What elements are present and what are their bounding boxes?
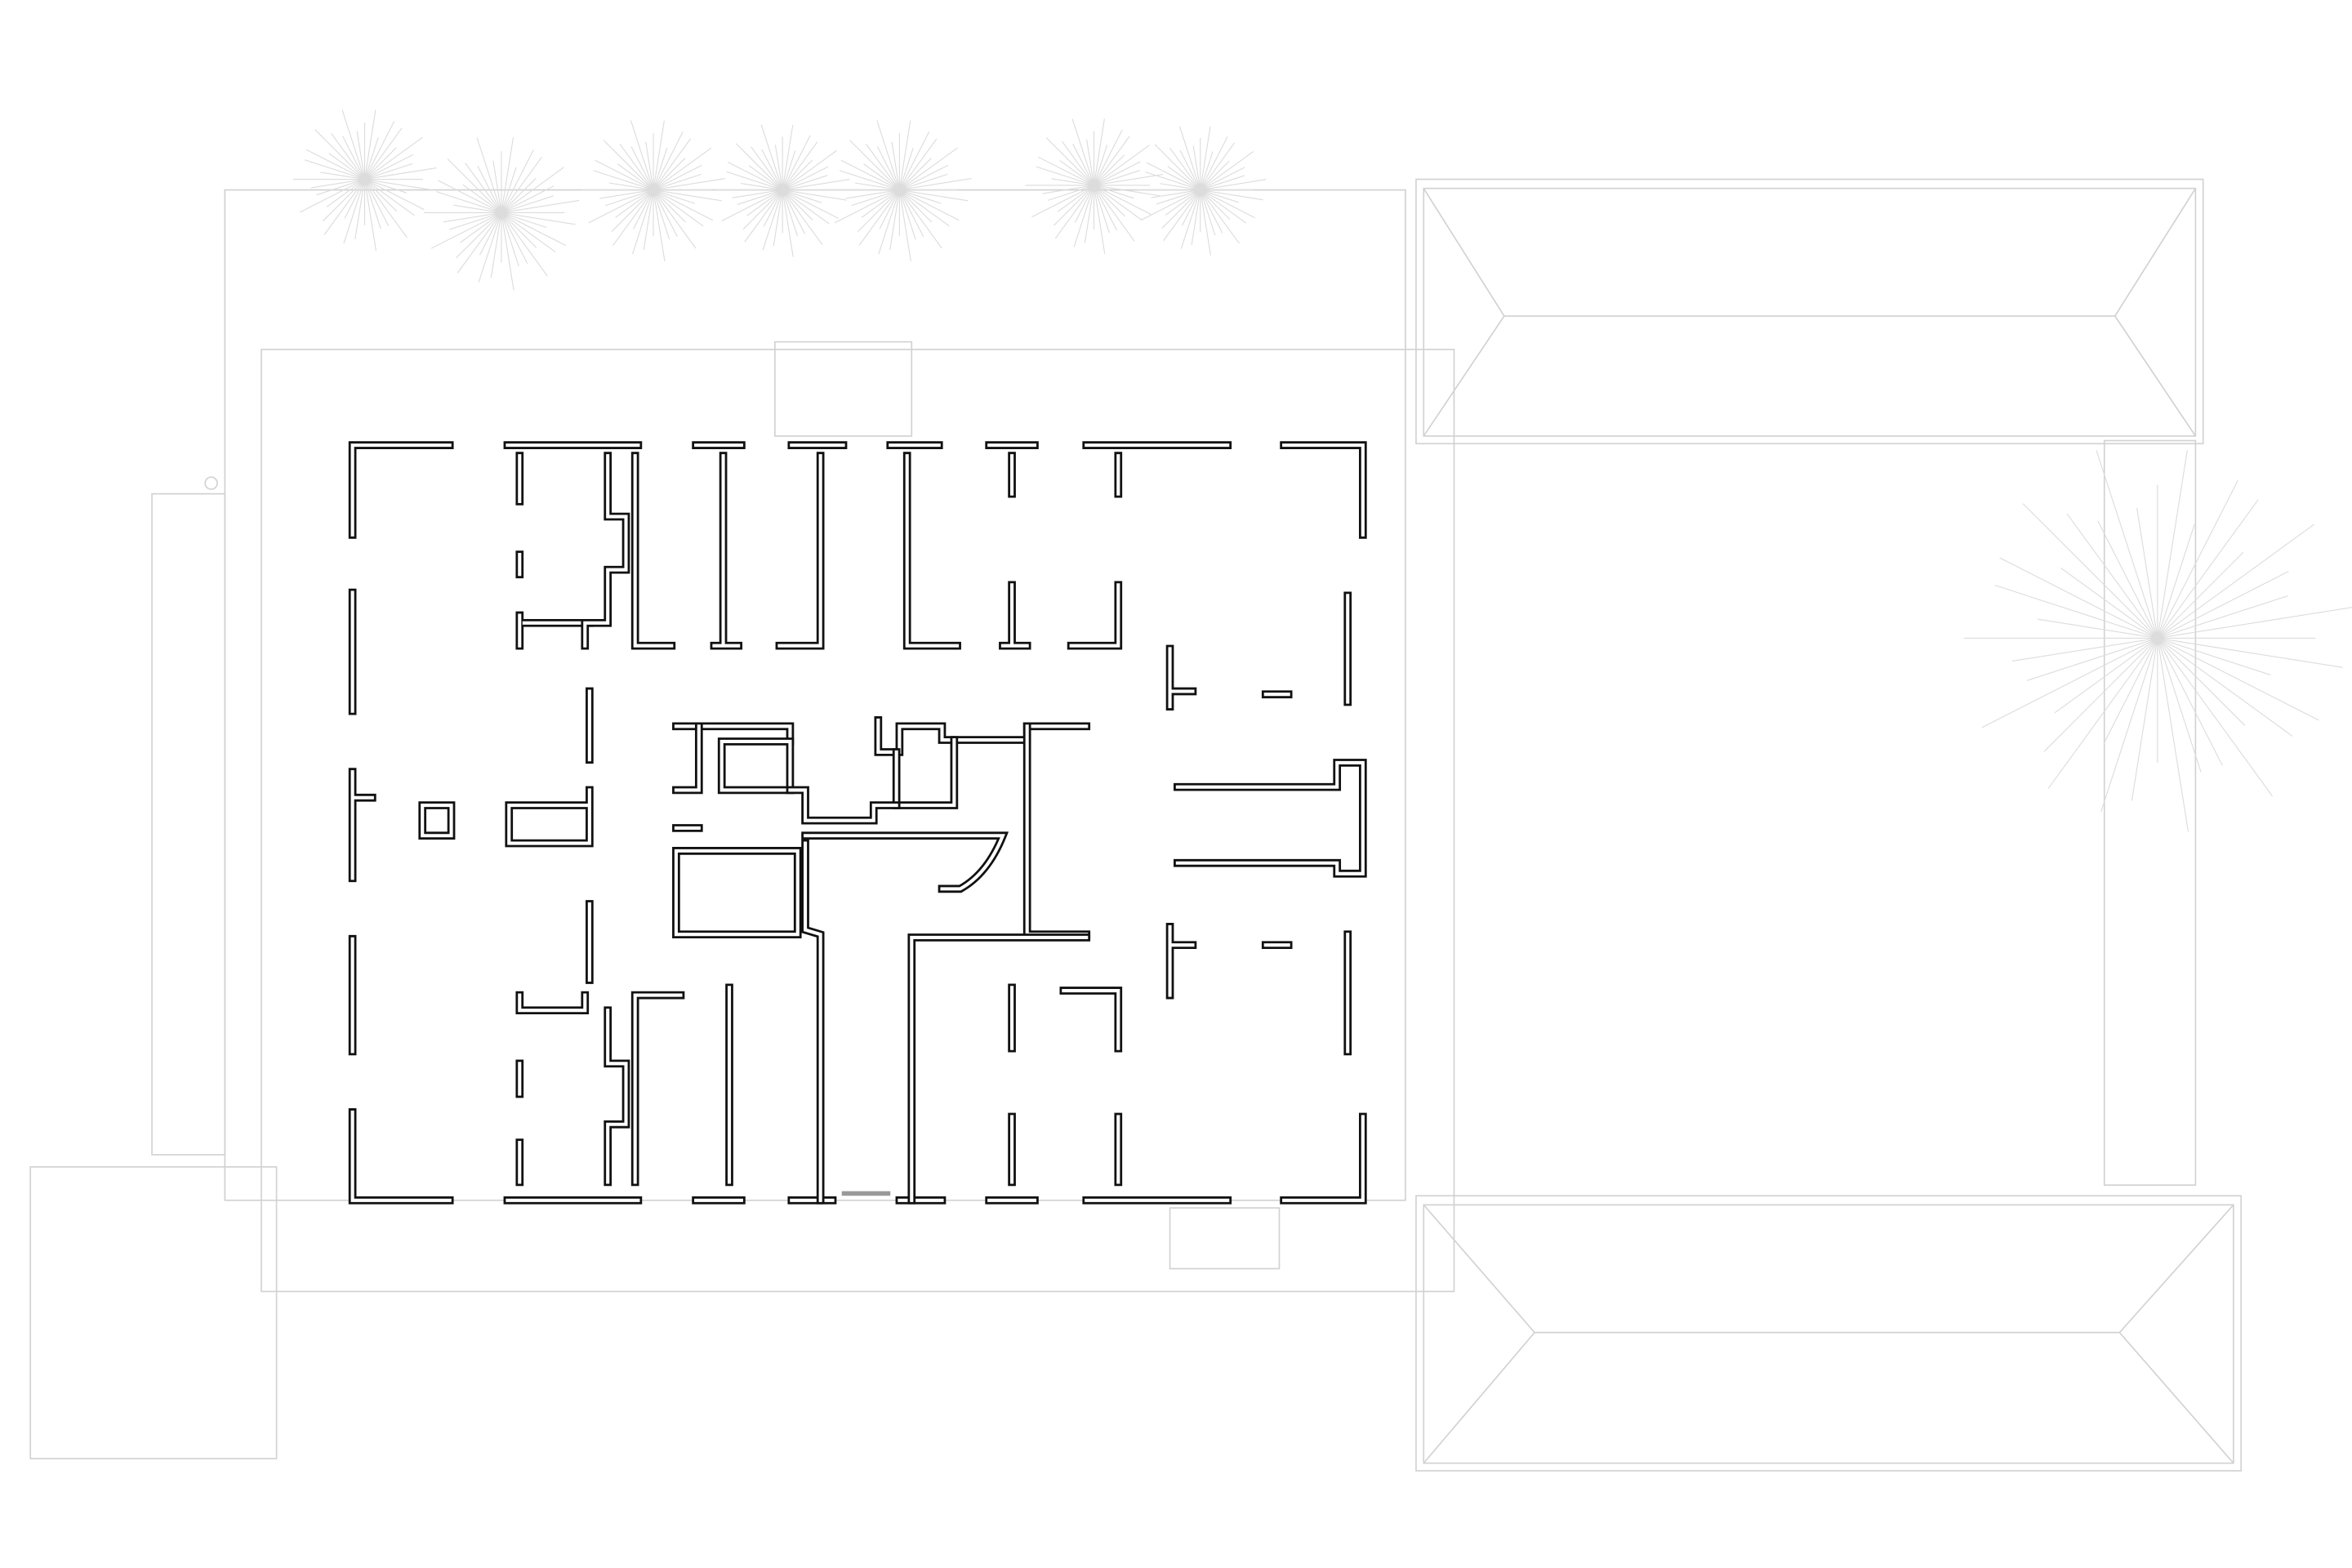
wall-segment [892,736,959,809]
wall-segment [775,452,825,650]
rear-stair [1169,1207,1281,1270]
tree-icon [424,137,580,291]
roof-south-eave [1423,1204,2234,1464]
wall-segment [348,1108,454,1205]
wall-segment [1165,644,1197,710]
wall-segment [999,581,1031,650]
wall-segment [630,991,685,1187]
wall-segment [672,722,795,746]
tree-icon [1025,118,1163,254]
tree-icon [827,120,972,262]
tree-icon [581,120,726,262]
wall-segment [874,716,1091,756]
wall-segment [801,839,825,1205]
tree-icon [715,124,850,257]
wall-segment [717,737,795,795]
wall-segment [1174,759,1367,878]
wall-segment [515,991,590,1015]
wall-segment [902,452,961,650]
roof-north-eave [1423,187,2197,437]
post-marker [204,476,218,490]
wall-segment [348,768,376,883]
roof-north-outline [1415,178,2204,445]
wall-segment [515,611,594,650]
wall-segment [801,831,1009,893]
wall-segment [1280,441,1367,539]
roof-south-hips [1423,1204,2234,1464]
wall-segment [672,722,703,795]
walls [348,441,1367,1205]
wall-segment [672,847,802,939]
wall-segment [348,441,454,539]
wall-segment [786,786,901,825]
roof-south-outline [1415,1195,2243,1472]
wall-segment [1022,722,1091,939]
tree-icon [292,109,437,252]
door-threshold [841,1191,891,1196]
wall-segment [604,1006,630,1187]
wall-segment [505,786,594,848]
annex-outline [29,1166,278,1459]
side-path [2103,439,2197,1186]
wall-segment [907,933,1091,1205]
terrace-outline [261,349,1455,1293]
wall-segment [1067,581,1123,650]
trees [292,109,2352,832]
tree-icon [1134,126,1267,256]
roof-north-hips [1423,188,2197,437]
wall-segment [1280,1112,1367,1205]
wall-segment [630,452,676,650]
wall-segment [710,452,743,650]
wall-segment [1059,987,1123,1053]
wall-segment [581,452,630,650]
entrance-stair [773,341,913,437]
balcony-outline [151,492,226,1156]
neighbor-roofs [1415,178,2243,1472]
wall-segment [1165,923,1197,1000]
tree-icon [1963,450,2352,832]
wall-segment [418,801,456,840]
